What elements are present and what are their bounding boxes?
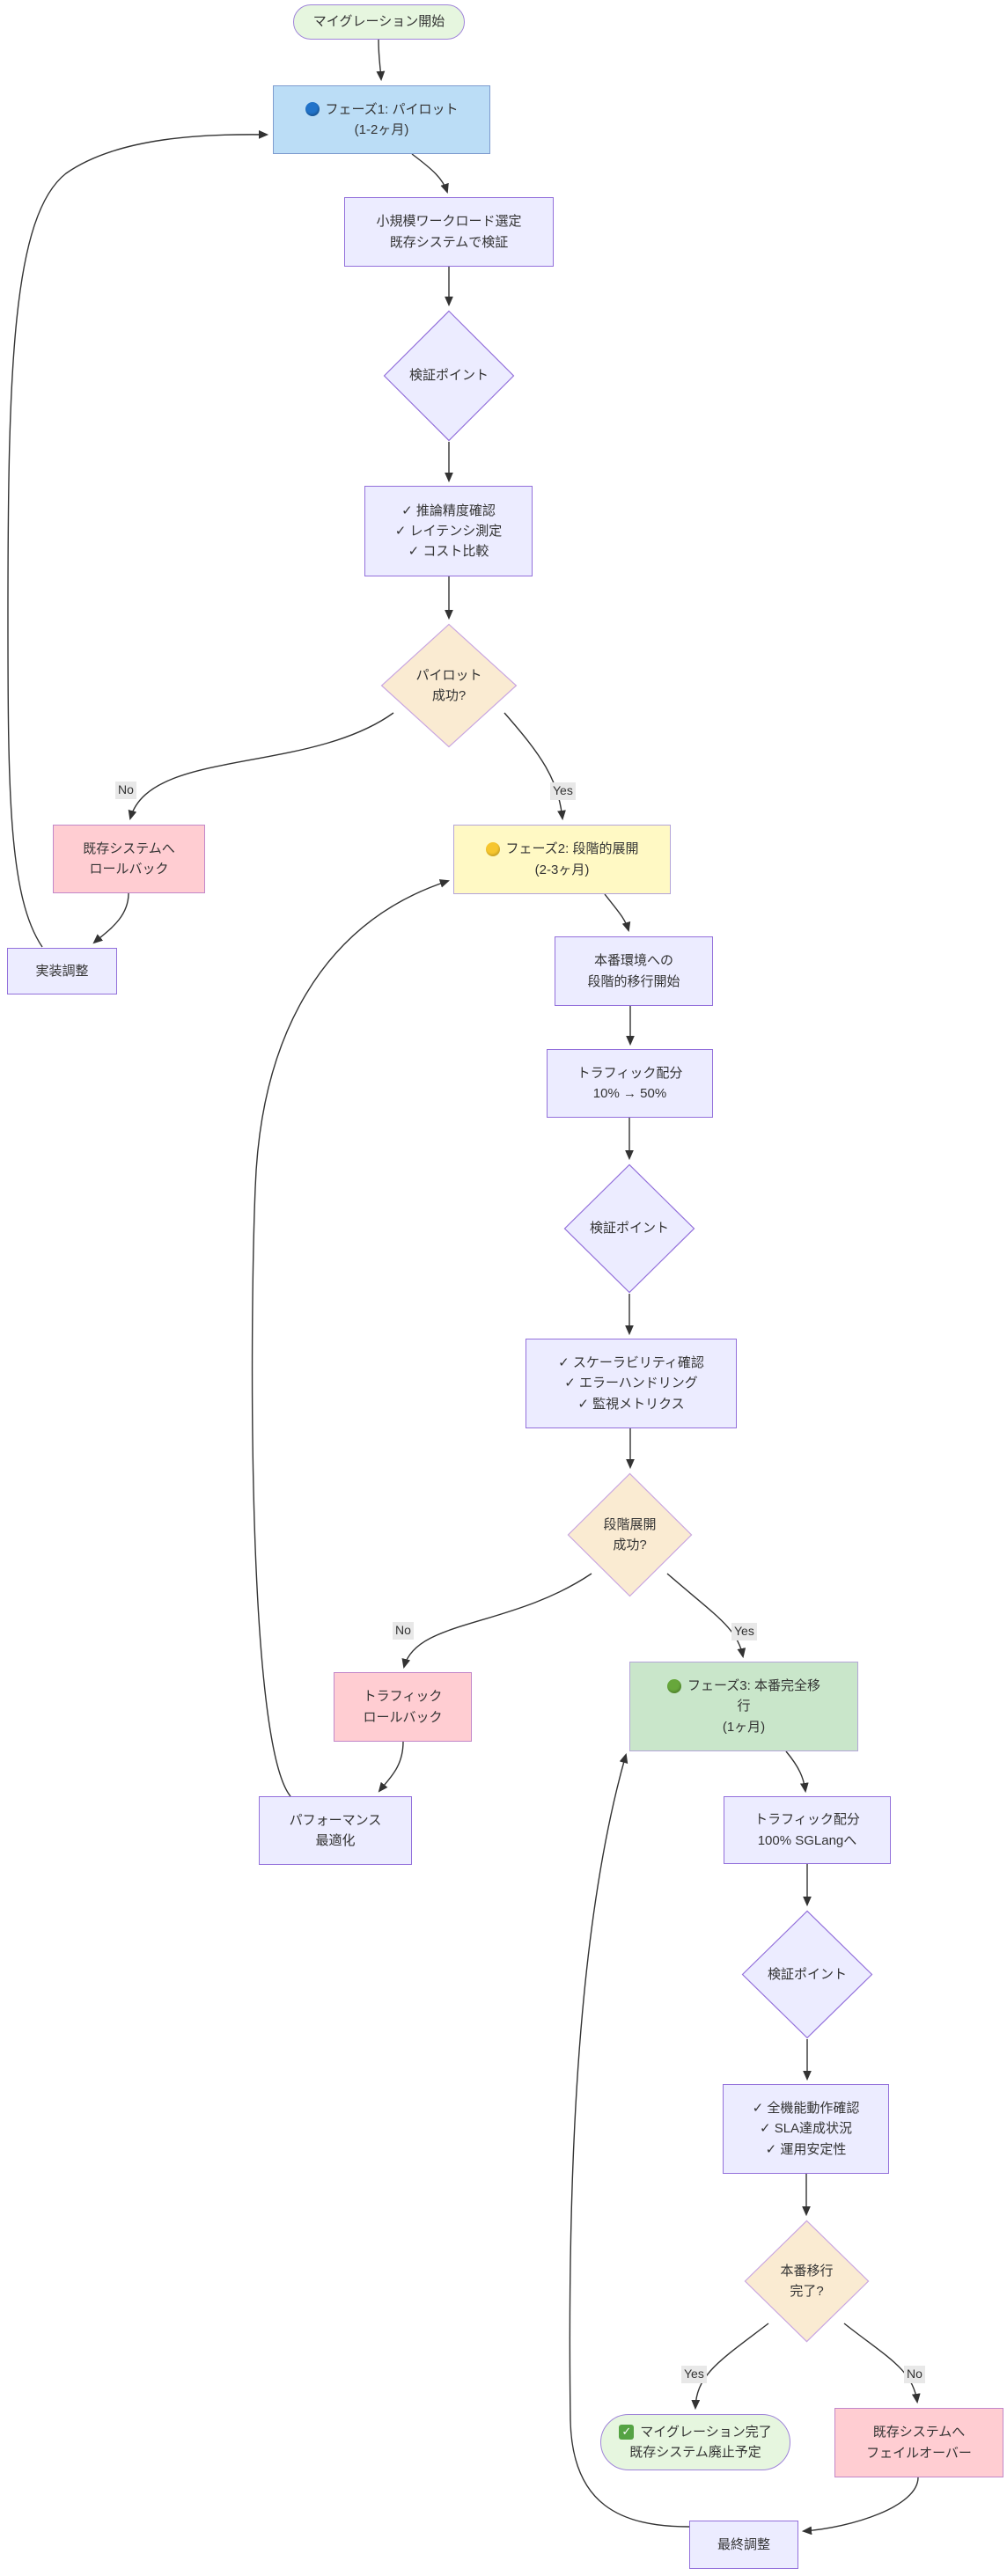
edge-label-pilot-yes: Yes (550, 782, 576, 800)
node-phase2: フェーズ2: 段階的展開 (2-3ヶ月) (453, 825, 671, 894)
node-check-items-1: ✓ 推論精度確認 ✓ レイテンシ測定 ✓ コスト比較 (364, 486, 533, 576)
edge-label-pilot-no: No (115, 782, 136, 799)
node-rollback-existing: 既存システムへ ロールバック (53, 825, 205, 893)
node-traffic-100-sglang: トラフィック配分 100% SGLangへ (724, 1796, 891, 1864)
node-phase3: フェーズ3: 本番完全移 行 (1ヶ月) (629, 1662, 858, 1751)
edge-start-phase1 (376, 39, 386, 82)
edge-final-phase3 (569, 1752, 690, 2528)
green-circle-icon (667, 1678, 682, 1693)
edge-rollback2-perf (378, 1741, 404, 1793)
node-traffic-split-10-50: トラフィック配分 10% → 50% (547, 1049, 713, 1118)
node-migration-complete: ✓ マイグレーション完了 既存システム廃止予定 (600, 2414, 790, 2470)
diamond-shape (563, 1163, 695, 1294)
node-implementation-adjust: 実装調整 (7, 948, 117, 994)
edge-prod-no-failover (843, 2323, 921, 2404)
node-traffic-rollback: トラフィック ロールバック (334, 1672, 472, 1742)
yellow-circle-icon (485, 841, 500, 856)
diamond-shape (567, 1472, 693, 1597)
edge-perf-phase2 (251, 879, 450, 1797)
node-phase3-duration: (1ヶ月) (722, 1719, 766, 1735)
blue-circle-icon (305, 102, 320, 117)
edge-adjust-phase1 (7, 129, 269, 948)
node-production-migration-start: 本番環境への 段階的移行開始 (555, 936, 713, 1006)
node-phase1: フェーズ1: パイロット (1-2ヶ月) (273, 85, 490, 154)
node-start-label: マイグレーション開始 (312, 14, 445, 30)
edge-label-stage-yes: Yes (731, 1623, 757, 1640)
edge-pilot-yes-phase2 (504, 712, 566, 821)
diamond-shape (744, 2220, 870, 2343)
node-performance-optimization: パフォーマンス 最適化 (259, 1796, 412, 1865)
node-final-adjustment: 最終調整 (689, 2521, 798, 2569)
edge-phase2-p2work (604, 893, 631, 933)
edge-prod-yes-complete (691, 2323, 769, 2411)
diamond-shape (380, 623, 518, 748)
edge-phase3-traffic2 (785, 1750, 809, 1794)
edge-label-prod-no: No (904, 2366, 925, 2383)
edge-pilot-no-rollback1 (128, 712, 394, 821)
edge-stage-yes-phase3 (666, 1573, 746, 1659)
node-pilot-success-decision: パイロット 成功? (380, 623, 518, 748)
node-phase2-duration: (2-3ヶ月) (534, 862, 590, 877)
edge-failover-final (801, 2477, 919, 2536)
edge-label-prod-yes: Yes (681, 2366, 707, 2383)
node-phase3-title: フェーズ3: 本番完全移 (687, 1678, 820, 1694)
node-phase2-title: フェーズ2: 段階的展開 (505, 841, 639, 857)
edge-rollback1-adjust (92, 892, 129, 944)
node-start: マイグレーション開始 (293, 4, 465, 40)
node-check-items-2: ✓ スケーラビリティ確認 ✓ エラーハンドリング ✓ 監視メトリクス (526, 1339, 737, 1428)
node-failover-existing: 既存システムへ フェイルオーバー (834, 2408, 1003, 2477)
diamond-shape (383, 310, 515, 442)
check-mark-icon: ✓ (619, 2424, 635, 2440)
node-pilot-work: 小規模ワークロード選定 既存システムで検証 (344, 197, 554, 267)
node-checkpoint-3: 検証ポイント (741, 1910, 873, 2039)
node-phase1-title: フェーズ1: パイロット (325, 101, 459, 117)
edge-stage-no-rollback2 (401, 1573, 592, 1670)
node-phase1-duration: (1-2ヶ月) (354, 122, 409, 137)
node-check-items-3: ✓ 全機能動作確認 ✓ SLA達成状況 ✓ 運用安定性 (723, 2084, 889, 2174)
node-checkpoint-2: 検証ポイント (563, 1163, 695, 1294)
edge-label-stage-no: No (393, 1622, 414, 1640)
edge-phase1-p1work (411, 153, 449, 194)
diamond-shape (741, 1910, 873, 2039)
node-production-complete-decision: 本番移行 完了? (744, 2220, 870, 2343)
node-stage-success-decision: 段階展開 成功? (567, 1472, 693, 1597)
node-checkpoint-1: 検証ポイント (383, 310, 515, 442)
